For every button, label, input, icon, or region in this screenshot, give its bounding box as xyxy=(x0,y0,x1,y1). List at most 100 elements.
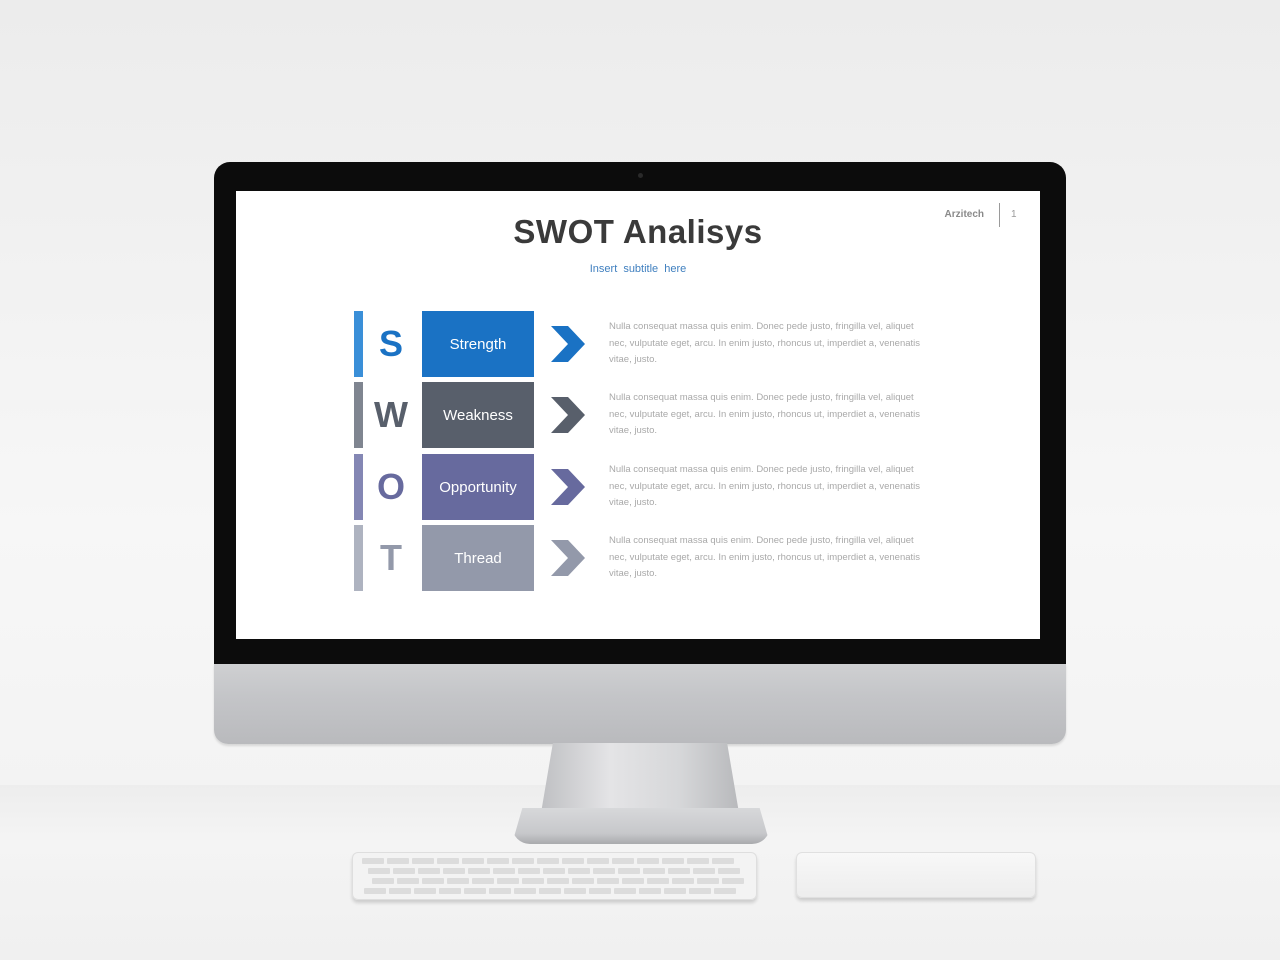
keyboard-key xyxy=(612,858,634,864)
chevron-right-icon xyxy=(551,469,585,505)
keyboard-key xyxy=(712,858,734,864)
keyboard-key xyxy=(639,888,661,894)
keyboard-key xyxy=(464,888,486,894)
keyboard-key xyxy=(368,868,390,874)
swot-description: Nulla consequat massa quis enim. Donec p… xyxy=(609,464,921,508)
slide-subtitle: Insert subtitle here xyxy=(589,263,687,275)
keyboard-key xyxy=(572,878,594,884)
keyboard-key xyxy=(447,878,469,884)
keyboard-key xyxy=(522,878,544,884)
keyboard-key xyxy=(562,858,584,864)
keyboard-key xyxy=(372,878,394,884)
keyboard-key xyxy=(668,868,690,874)
keyboard-key xyxy=(664,888,686,894)
keyboard-key xyxy=(722,878,744,884)
trackpad xyxy=(796,852,1036,898)
keyboard-key xyxy=(497,878,519,884)
keyboard-key xyxy=(718,868,740,874)
key-row xyxy=(368,868,740,874)
keyboard-key xyxy=(397,878,419,884)
swot-letter: O xyxy=(376,466,405,507)
keyboard-key xyxy=(518,868,540,874)
keyboard-key xyxy=(662,858,684,864)
swot-letter: S xyxy=(378,323,403,364)
accent-bar xyxy=(354,525,363,591)
keyboard-key xyxy=(422,878,444,884)
slide-screen: Arzitech 1 SWOT Analisys Insert subtitle… xyxy=(236,191,1040,639)
keyboard-key xyxy=(697,878,719,884)
keyboard-key xyxy=(589,888,611,894)
keyboard-key xyxy=(637,858,659,864)
keyboard-key xyxy=(693,868,715,874)
keyboard-key xyxy=(468,868,490,874)
keyboard-key xyxy=(514,888,536,894)
camera-icon xyxy=(638,173,643,178)
keyboard-key xyxy=(389,888,411,894)
key-row xyxy=(372,878,744,884)
keyboard-key xyxy=(543,868,565,874)
swot-letter: T xyxy=(380,537,402,578)
keyboard-key xyxy=(593,868,615,874)
chevron-right-icon xyxy=(551,326,585,362)
swot-label-box: Opportunity xyxy=(422,454,534,520)
swot-row-opportunity: O Opportunity Nulla consequat massa quis… xyxy=(354,454,924,520)
keyboard-key xyxy=(439,888,461,894)
monitor-chin xyxy=(214,664,1066,744)
keyboard-key xyxy=(489,888,511,894)
key-row xyxy=(362,858,734,864)
keyboard-key xyxy=(412,858,434,864)
swot-description: Nulla consequat massa quis enim. Donec p… xyxy=(609,535,921,579)
swot-label-box: Strength xyxy=(422,311,534,377)
keyboard-key xyxy=(512,858,534,864)
keyboard-key xyxy=(647,878,669,884)
swot-description: Nulla consequat massa quis enim. Donec p… xyxy=(609,321,921,365)
keyboard-key xyxy=(437,858,459,864)
swot-row-thread: T Thread Nulla consequat massa quis enim… xyxy=(354,525,924,591)
keyboard-key xyxy=(622,878,644,884)
accent-bar xyxy=(354,311,363,377)
swot-label: Thread xyxy=(454,549,502,567)
page-number: 1 xyxy=(1011,209,1017,220)
accent-bar xyxy=(354,382,363,448)
swot-description: Nulla consequat massa quis enim. Donec p… xyxy=(609,392,921,436)
keyboard-key xyxy=(414,888,436,894)
keyboard-key xyxy=(689,888,711,894)
swot-row-weakness: W Weakness Nulla consequat massa quis en… xyxy=(354,382,924,448)
keyboard-key xyxy=(643,868,665,874)
keyboard-key xyxy=(687,858,709,864)
keyboard-key xyxy=(472,878,494,884)
keyboard xyxy=(352,852,757,900)
keyboard-key xyxy=(672,878,694,884)
keyboard-key xyxy=(564,888,586,894)
keyboard-key xyxy=(597,878,619,884)
keyboard-key xyxy=(539,888,561,894)
swot-row-strength: S Strength Nulla consequat massa quis en… xyxy=(354,311,924,377)
keyboard-key xyxy=(618,868,640,874)
monitor-stand-base xyxy=(512,808,770,844)
keyboard-key xyxy=(547,878,569,884)
keyboard-key xyxy=(362,858,384,864)
keyboard-key xyxy=(568,868,590,874)
monitor-stand xyxy=(541,743,739,813)
keyboard-key xyxy=(537,858,559,864)
header-divider xyxy=(999,203,1000,227)
keyboard-key xyxy=(387,858,409,864)
accent-bar xyxy=(354,454,363,520)
brand-label: Arzitech xyxy=(944,209,984,220)
keyboard-key xyxy=(714,888,736,894)
swot-label-box: Weakness xyxy=(422,382,534,448)
keyboard-key xyxy=(462,858,484,864)
swot-letter: W xyxy=(374,394,408,435)
keyboard-key xyxy=(443,868,465,874)
keyboard-key xyxy=(614,888,636,894)
keyboard-key xyxy=(487,858,509,864)
keyboard-key xyxy=(418,868,440,874)
swot-label: Strength xyxy=(449,335,507,353)
chevron-right-icon xyxy=(551,397,585,433)
keyboard-key xyxy=(493,868,515,874)
swot-label-box: Thread xyxy=(422,525,534,591)
swot-label: Opportunity xyxy=(439,478,517,496)
keyboard-key xyxy=(364,888,386,894)
keyboard-key xyxy=(587,858,609,864)
chevron-right-icon xyxy=(551,540,585,576)
